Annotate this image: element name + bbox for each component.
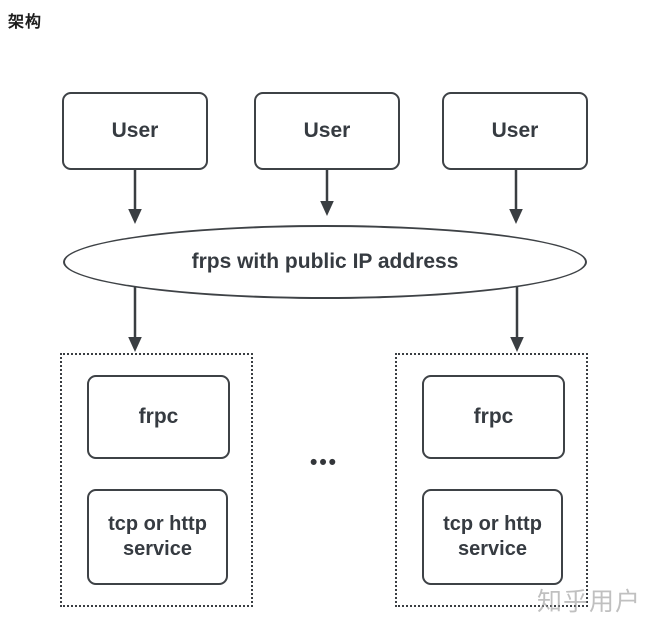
service-node-1: tcp or http service xyxy=(87,489,228,585)
user-node-1-label: User xyxy=(111,119,159,142)
arrow-user1-to-frps xyxy=(128,170,142,224)
service-node-1-label: tcp or http service xyxy=(108,513,207,560)
ellipsis-dots: ••• xyxy=(309,451,339,474)
user-node-3: User xyxy=(442,92,588,170)
page-title: 架构 xyxy=(8,14,43,31)
arrow-frps-to-client2 xyxy=(510,284,524,352)
service-node-2: tcp or http service xyxy=(422,489,563,585)
frpc-node-1: frpc xyxy=(87,375,230,459)
client-group-1: frpc tcp or http service xyxy=(60,353,253,607)
arrow-user2-to-frps xyxy=(320,170,334,216)
watermark: 知乎用户 xyxy=(537,588,642,616)
arrow-user3-to-frps xyxy=(509,170,523,224)
user-node-2: User xyxy=(254,92,400,170)
arrow-frps-to-client1 xyxy=(128,287,142,352)
user-node-1: User xyxy=(62,92,208,170)
frpc-node-1-label: frpc xyxy=(138,405,179,428)
frpc-node-2: frpc xyxy=(422,375,565,459)
frpc-node-2-label: frpc xyxy=(473,405,514,428)
user-node-3-label: User xyxy=(491,119,539,142)
frps-server-node: frps with public IP address xyxy=(63,225,587,299)
user-node-2-label: User xyxy=(303,119,351,142)
frps-server-label: frps with public IP address xyxy=(191,250,459,273)
service-node-2-label: tcp or http service xyxy=(443,513,542,560)
client-group-2: frpc tcp or http service xyxy=(395,353,588,607)
